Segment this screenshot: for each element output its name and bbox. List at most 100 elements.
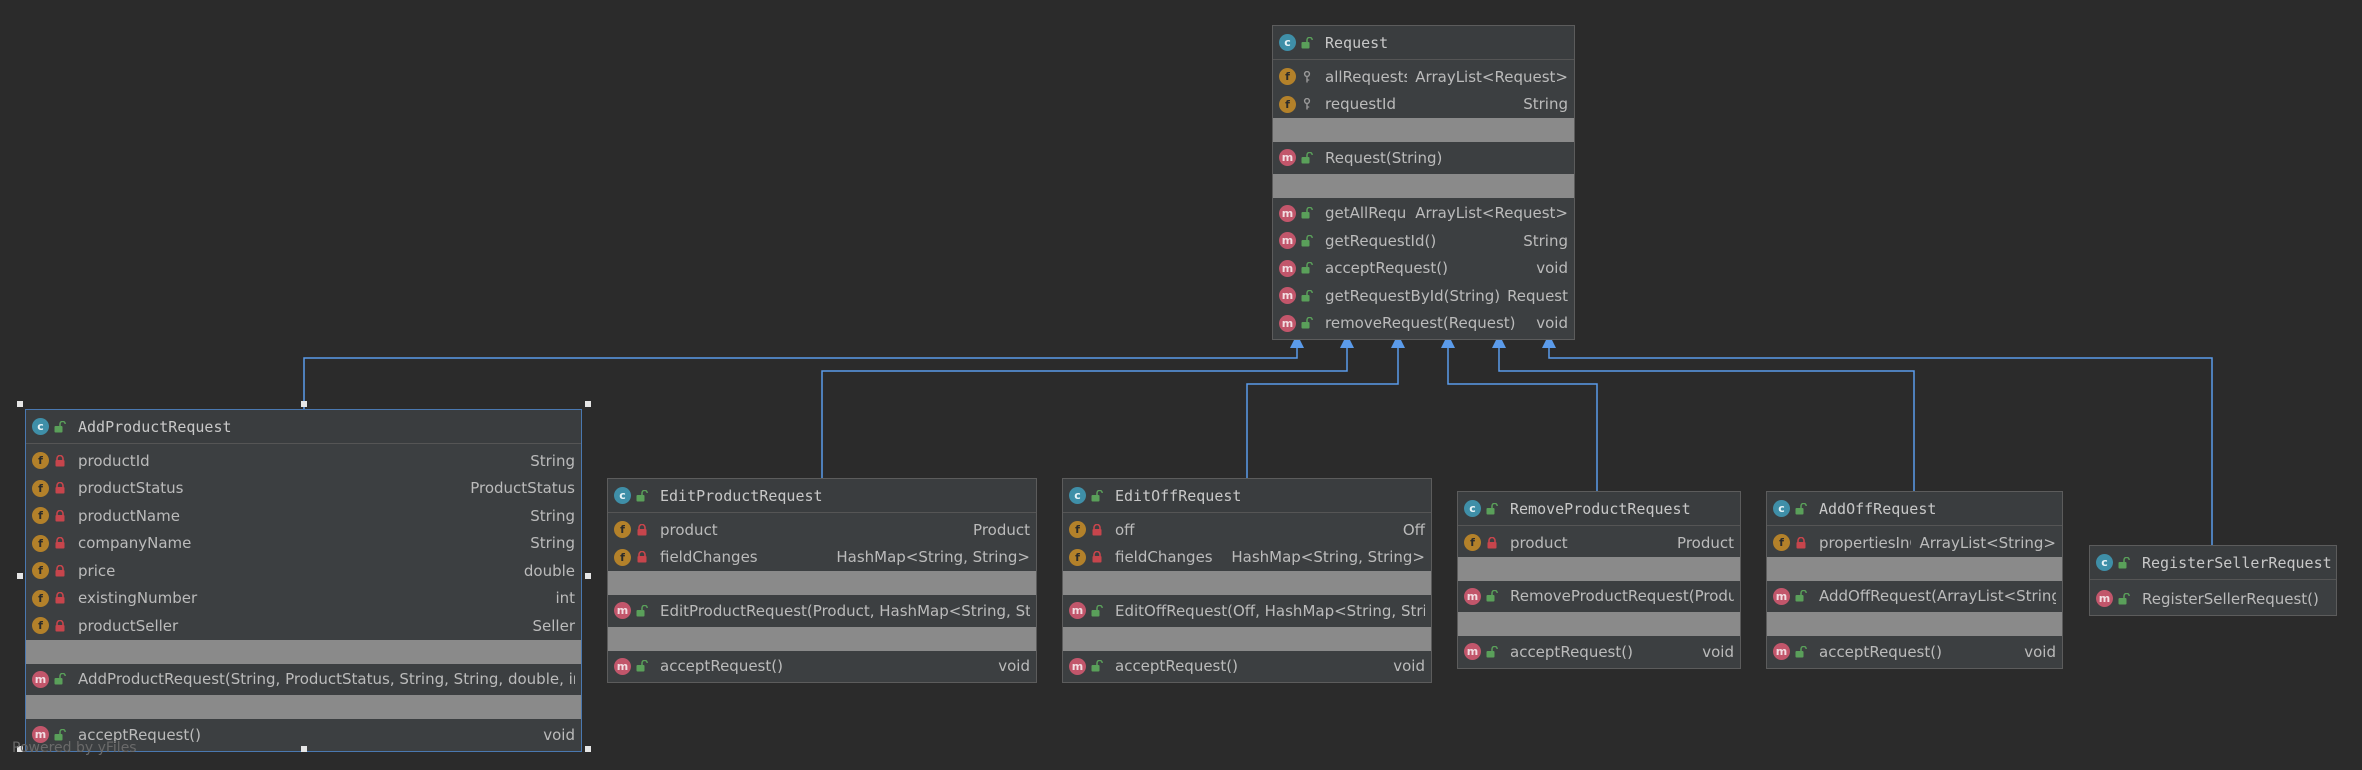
selection-handle[interactable] — [585, 573, 591, 579]
public-lock-icon — [1089, 489, 1105, 502]
public-lock-icon — [1299, 317, 1315, 329]
selection-handle[interactable] — [585, 746, 591, 752]
member-name: existingNumber — [78, 589, 198, 608]
method-icon: m — [1279, 314, 1296, 332]
member-name: acceptRequest() — [1115, 657, 1238, 676]
inheritance-line[interactable] — [821, 334, 1348, 478]
public-lock-icon — [2116, 556, 2132, 569]
class-name: EditOffRequest — [1115, 486, 1242, 505]
selection-handle[interactable] — [17, 573, 23, 579]
method-icon: m — [2096, 590, 2113, 608]
member-type: void — [543, 725, 575, 744]
private-lock-icon — [1484, 536, 1500, 549]
field-row[interactable]: fpropertiesInOrderArrayList<String> — [1767, 529, 2062, 557]
selection-handle[interactable] — [301, 401, 307, 407]
inheritance-line[interactable] — [1498, 334, 1915, 491]
selection-handle[interactable] — [301, 746, 307, 752]
member-name: acceptRequest() — [1819, 642, 1942, 661]
member-type: HashMap<String, String> — [1231, 548, 1425, 567]
selection-handle[interactable] — [17, 746, 23, 752]
public-lock-icon — [52, 673, 68, 685]
class-name: RemoveProductRequest — [1510, 499, 1691, 518]
public-lock-icon — [634, 604, 650, 617]
member-name: getAllRequests() — [1325, 204, 1407, 223]
public-lock-icon — [1089, 604, 1105, 617]
field-icon: f — [32, 589, 49, 607]
member-name: productSeller — [78, 616, 179, 635]
class-icon: c — [1464, 500, 1481, 517]
inheritance-line[interactable] — [1447, 334, 1598, 491]
field-icon: f — [1279, 68, 1296, 86]
class-header[interactable]: c RemoveProductRequest — [1458, 492, 1740, 526]
field-icon: f — [32, 562, 49, 580]
method-row[interactable]: mgetAllRequests()ArrayList<Request> — [1273, 200, 1574, 228]
method-icon: m — [1773, 587, 1790, 605]
method-icon: m — [1279, 259, 1296, 277]
private-lock-icon — [52, 592, 68, 604]
inheritance-arrowhead — [1492, 334, 1506, 348]
class-icon: c — [1279, 34, 1296, 51]
class-name: AddProductRequest — [78, 417, 232, 436]
member-name: product — [660, 520, 718, 539]
inheritance-arrowhead — [1391, 334, 1405, 348]
member-type: Off — [1402, 520, 1425, 539]
selection-handle[interactable] — [17, 401, 23, 407]
member-type: double — [523, 561, 575, 580]
field-icon: f — [1773, 534, 1790, 552]
field-icon: f — [1069, 521, 1086, 539]
class-name: RegisterSellerRequest — [2142, 553, 2332, 572]
inheritance-line[interactable] — [1246, 334, 1399, 478]
section-separator — [1458, 612, 1740, 636]
method-icon: m — [1279, 204, 1296, 222]
member-name: acceptRequest() — [1325, 259, 1448, 278]
section-separator — [608, 571, 1036, 595]
inheritance-arrowhead — [1340, 334, 1354, 348]
member-name: getRequestById(String) — [1325, 286, 1500, 305]
field-icon: f — [32, 534, 49, 552]
selection-handle[interactable] — [585, 401, 591, 407]
